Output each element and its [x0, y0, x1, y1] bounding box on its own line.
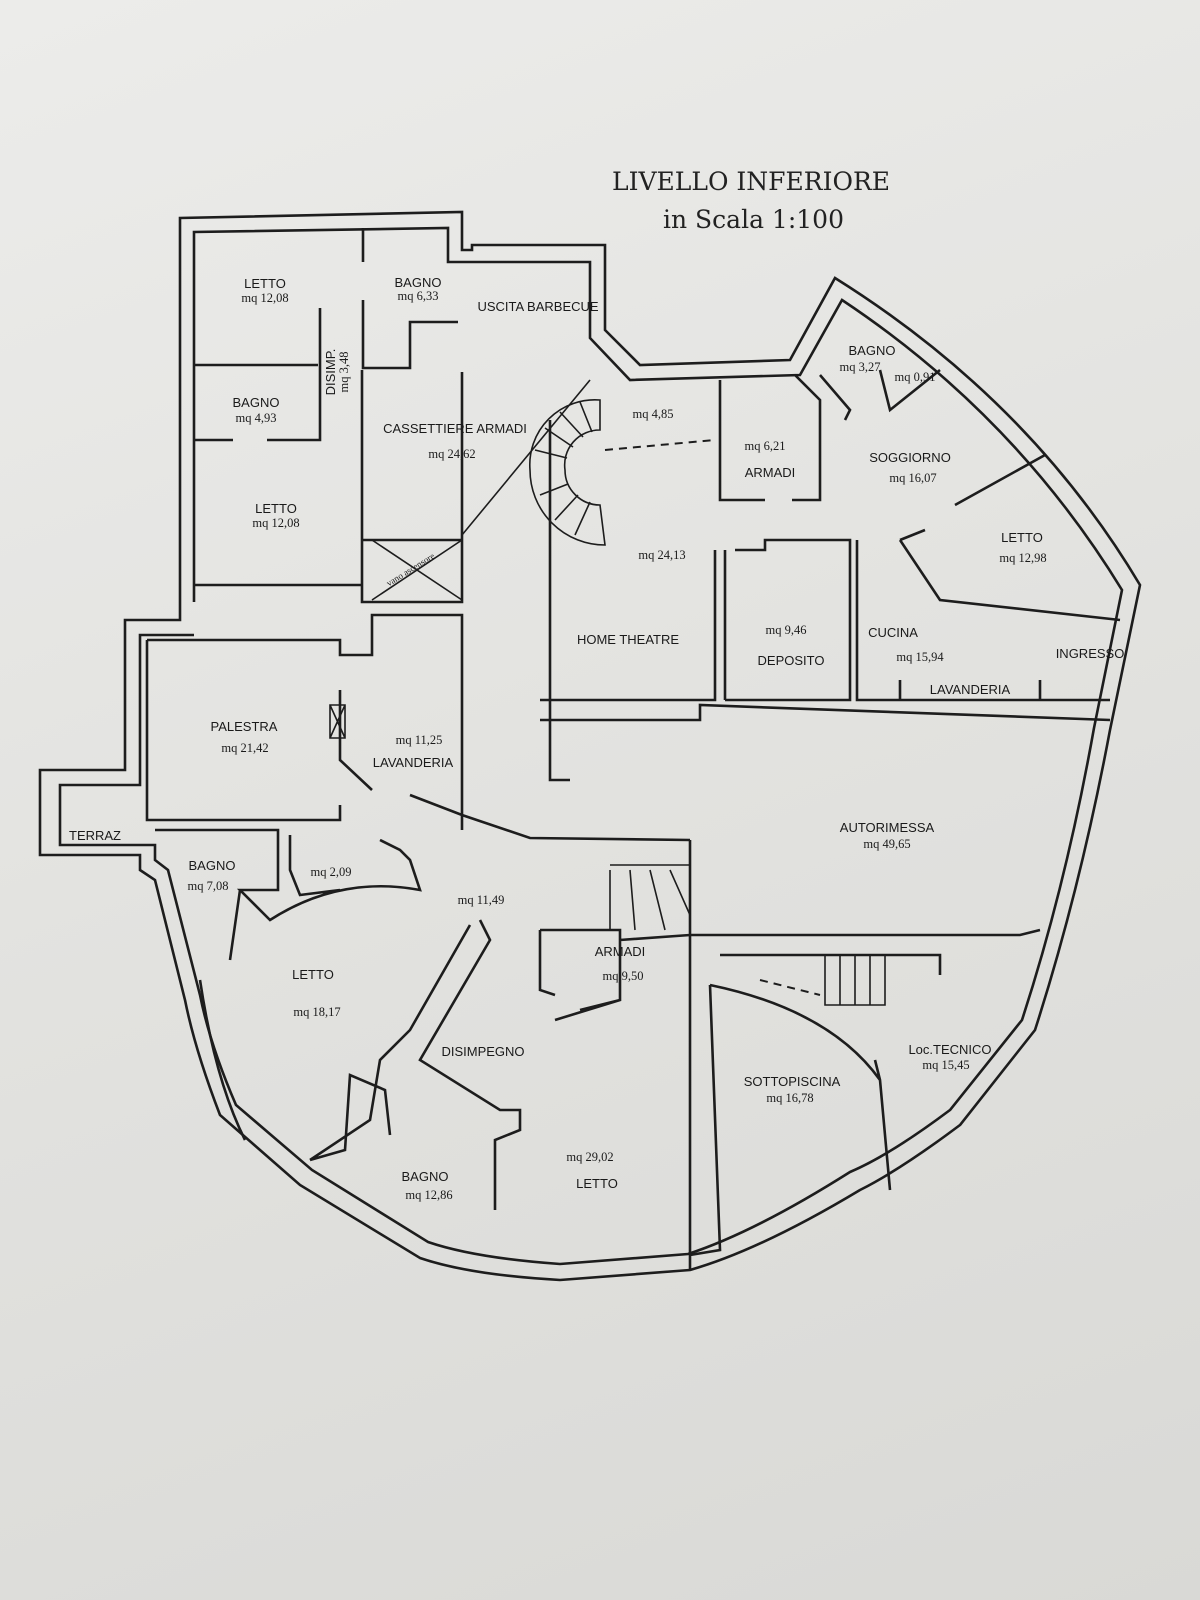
room-name: LAVANDERIA — [373, 755, 454, 770]
room-area: mq 49,65 — [863, 837, 910, 851]
room-name: TERRAZ — [69, 828, 121, 843]
room-area: mq 0,91 — [895, 370, 936, 384]
plan-title: LIVELLO INFERIORE — [612, 167, 890, 196]
room-area: mq 3,48 — [337, 352, 351, 393]
room-name: BAGNO — [233, 395, 280, 410]
room-name: PALESTRA — [211, 719, 278, 734]
room-name: BAGNO — [189, 858, 236, 873]
room-area: mq 4,93 — [236, 411, 277, 425]
room-name: HOME THEATRE — [577, 632, 679, 647]
room-name: DISIMP. — [323, 349, 338, 396]
room-area: mq 12,86 — [405, 1188, 452, 1202]
room-name: CUCINA — [868, 625, 918, 640]
room-name: SOGGIORNO — [869, 450, 951, 465]
room-area: mq 6,33 — [398, 289, 439, 303]
room-name: ARMADI — [745, 465, 796, 480]
room-name: LETTO — [255, 501, 297, 516]
stair-flight — [609, 864, 886, 1006]
room-area: mq 18,17 — [293, 1005, 340, 1019]
room-name: LETTO — [244, 276, 286, 291]
room-area: mq 4,85 — [633, 407, 674, 421]
room-name: CASSETTIERE ARMADI — [383, 421, 527, 436]
small-lift — [329, 704, 346, 739]
room-name: USCITA BARBECUE — [477, 299, 598, 314]
outer-walls — [38, 210, 1142, 1282]
room-area: mq 24,62 — [428, 447, 475, 461]
room-labels: LETTO mq 12,08 BAGNO mq 6,33 DISIMP. mq … — [69, 275, 1124, 1202]
room-area: mq 6,21 — [745, 439, 786, 453]
room-name: DEPOSITO — [758, 653, 825, 668]
room-area: mq 12,08 — [241, 291, 288, 305]
room-name: LETTO — [1001, 530, 1043, 545]
room-name: BAGNO — [849, 343, 896, 358]
room-name: LAVANDERIA — [930, 682, 1011, 697]
room-area: mq 11,49 — [458, 893, 505, 907]
room-area: mq 21,42 — [221, 741, 268, 755]
room-name: LETTO — [292, 967, 334, 982]
room-area: mq 11,25 — [396, 733, 443, 747]
room-area: mq 16,78 — [766, 1091, 813, 1105]
room-area: mq 29,02 — [566, 1150, 613, 1164]
room-area: mq 15,45 — [922, 1058, 969, 1072]
room-area: mq 9,46 — [766, 623, 807, 637]
room-name: ARMADI — [595, 944, 646, 959]
lift-shaft — [371, 379, 591, 601]
interior-walls — [145, 228, 1121, 1270]
room-area: mq 2,09 — [311, 865, 352, 879]
room-name: DISIMPEGNO — [441, 1044, 524, 1059]
room-area: mq 12,98 — [999, 551, 1046, 565]
room-area: mq 15,94 — [896, 650, 944, 664]
room-area: mq 16,07 — [889, 471, 936, 485]
room-area: mq 7,08 — [188, 879, 229, 893]
room-name: vano ascensore — [385, 551, 437, 588]
room-area: mq 12,08 — [252, 516, 299, 530]
room-name: LETTO — [576, 1176, 618, 1191]
room-name: AUTORIMESSA — [840, 820, 935, 835]
passage-line — [604, 439, 716, 451]
room-name: SOTTOPISCINA — [744, 1074, 841, 1089]
room-area: mq 3,27 — [840, 360, 881, 374]
room-name: BAGNO — [402, 1169, 449, 1184]
room-area: mq 9,50 — [603, 969, 644, 983]
room-name: BAGNO — [395, 275, 442, 290]
room-name: Loc.TECNICO — [908, 1042, 991, 1057]
room-name: INGRESSO — [1056, 646, 1125, 661]
room-area: mq 24,13 — [638, 548, 685, 562]
spiral-staircase — [529, 399, 606, 546]
plan-scale: in Scala 1:100 — [663, 205, 844, 234]
